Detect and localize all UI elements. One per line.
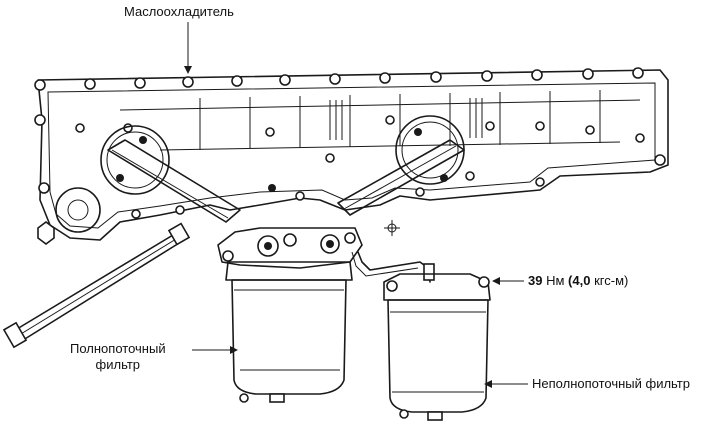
torque-kgf-value: (4,0 — [568, 273, 591, 288]
oil-cooler-label: Маслоохладитель — [124, 4, 234, 19]
filter-head — [217, 227, 363, 269]
full-flow-filter-label-line1: Полнопоточный — [70, 341, 166, 356]
torque-unit: Нм — [546, 273, 565, 288]
torque-value: 39 — [528, 273, 543, 288]
full-flow-filter-label-line2: фильтр — [95, 357, 141, 372]
dipstick-tube — [2, 222, 191, 349]
partial-flow-filter — [383, 273, 491, 421]
torque-kgf-unit: кгс-м) — [594, 273, 629, 288]
oil-line — [351, 251, 435, 283]
plate-bolts — [34, 67, 666, 219]
label-pointers — [184, 22, 528, 388]
partial-flow-filter-label: Неполнопоточный фильтр — [532, 376, 690, 391]
oil-cooler-plate — [34, 67, 669, 245]
full-flow-filter-label: Полнопоточный фильтр — [70, 341, 166, 373]
full-flow-filter — [225, 261, 353, 403]
torque-spec-label: 39 Нм (4,0 кгс-м) — [528, 273, 628, 289]
